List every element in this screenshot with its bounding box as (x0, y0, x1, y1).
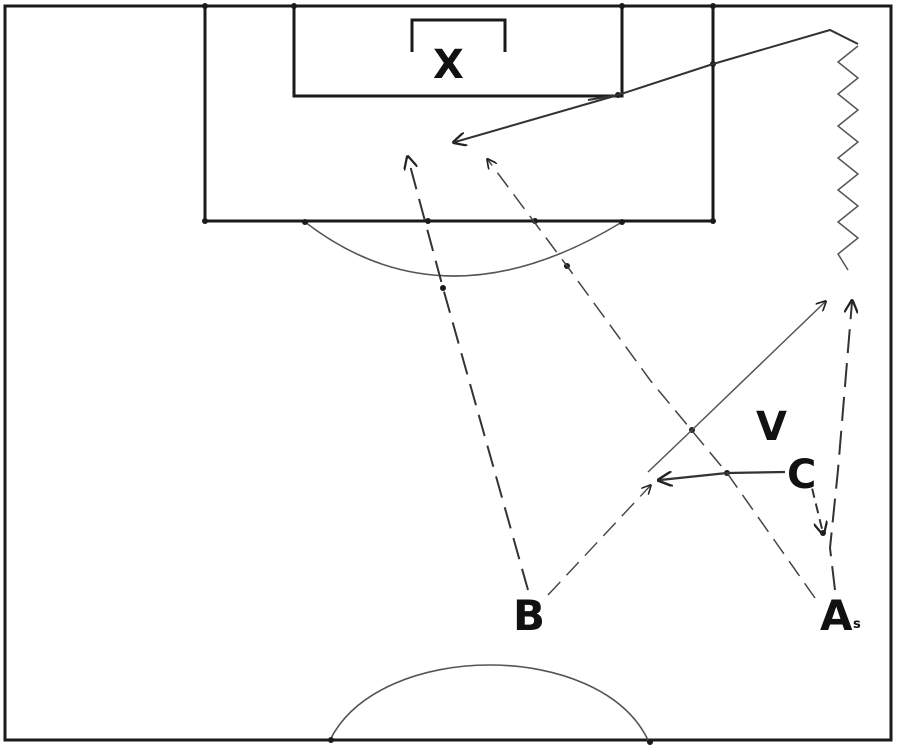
label-a-subscript: s (853, 617, 861, 632)
center-circle-arc (329, 664, 649, 741)
run-c-down (811, 487, 823, 533)
field-boundary (3, 4, 893, 742)
goal-area (292, 4, 624, 98)
penalty-arc (304, 221, 623, 277)
label-b: B (513, 591, 545, 640)
run-a-diagonal (488, 160, 816, 599)
label-v: V (756, 404, 787, 450)
label-c: C (787, 452, 816, 498)
label-a: A (820, 591, 853, 640)
pass-c-left (660, 470, 786, 480)
goal-icon (410, 18, 507, 52)
run-b-to-box (408, 158, 529, 591)
cross-ball-path (587, 28, 859, 101)
ball-path-diagonal (647, 302, 825, 473)
pass-b-to-wing (547, 486, 650, 596)
dribble-zigzag (836, 45, 860, 271)
cross-to-center (455, 94, 619, 142)
run-a-up-wing (828, 302, 852, 591)
label-x: X (433, 42, 464, 88)
penalty-box (203, 4, 715, 223)
